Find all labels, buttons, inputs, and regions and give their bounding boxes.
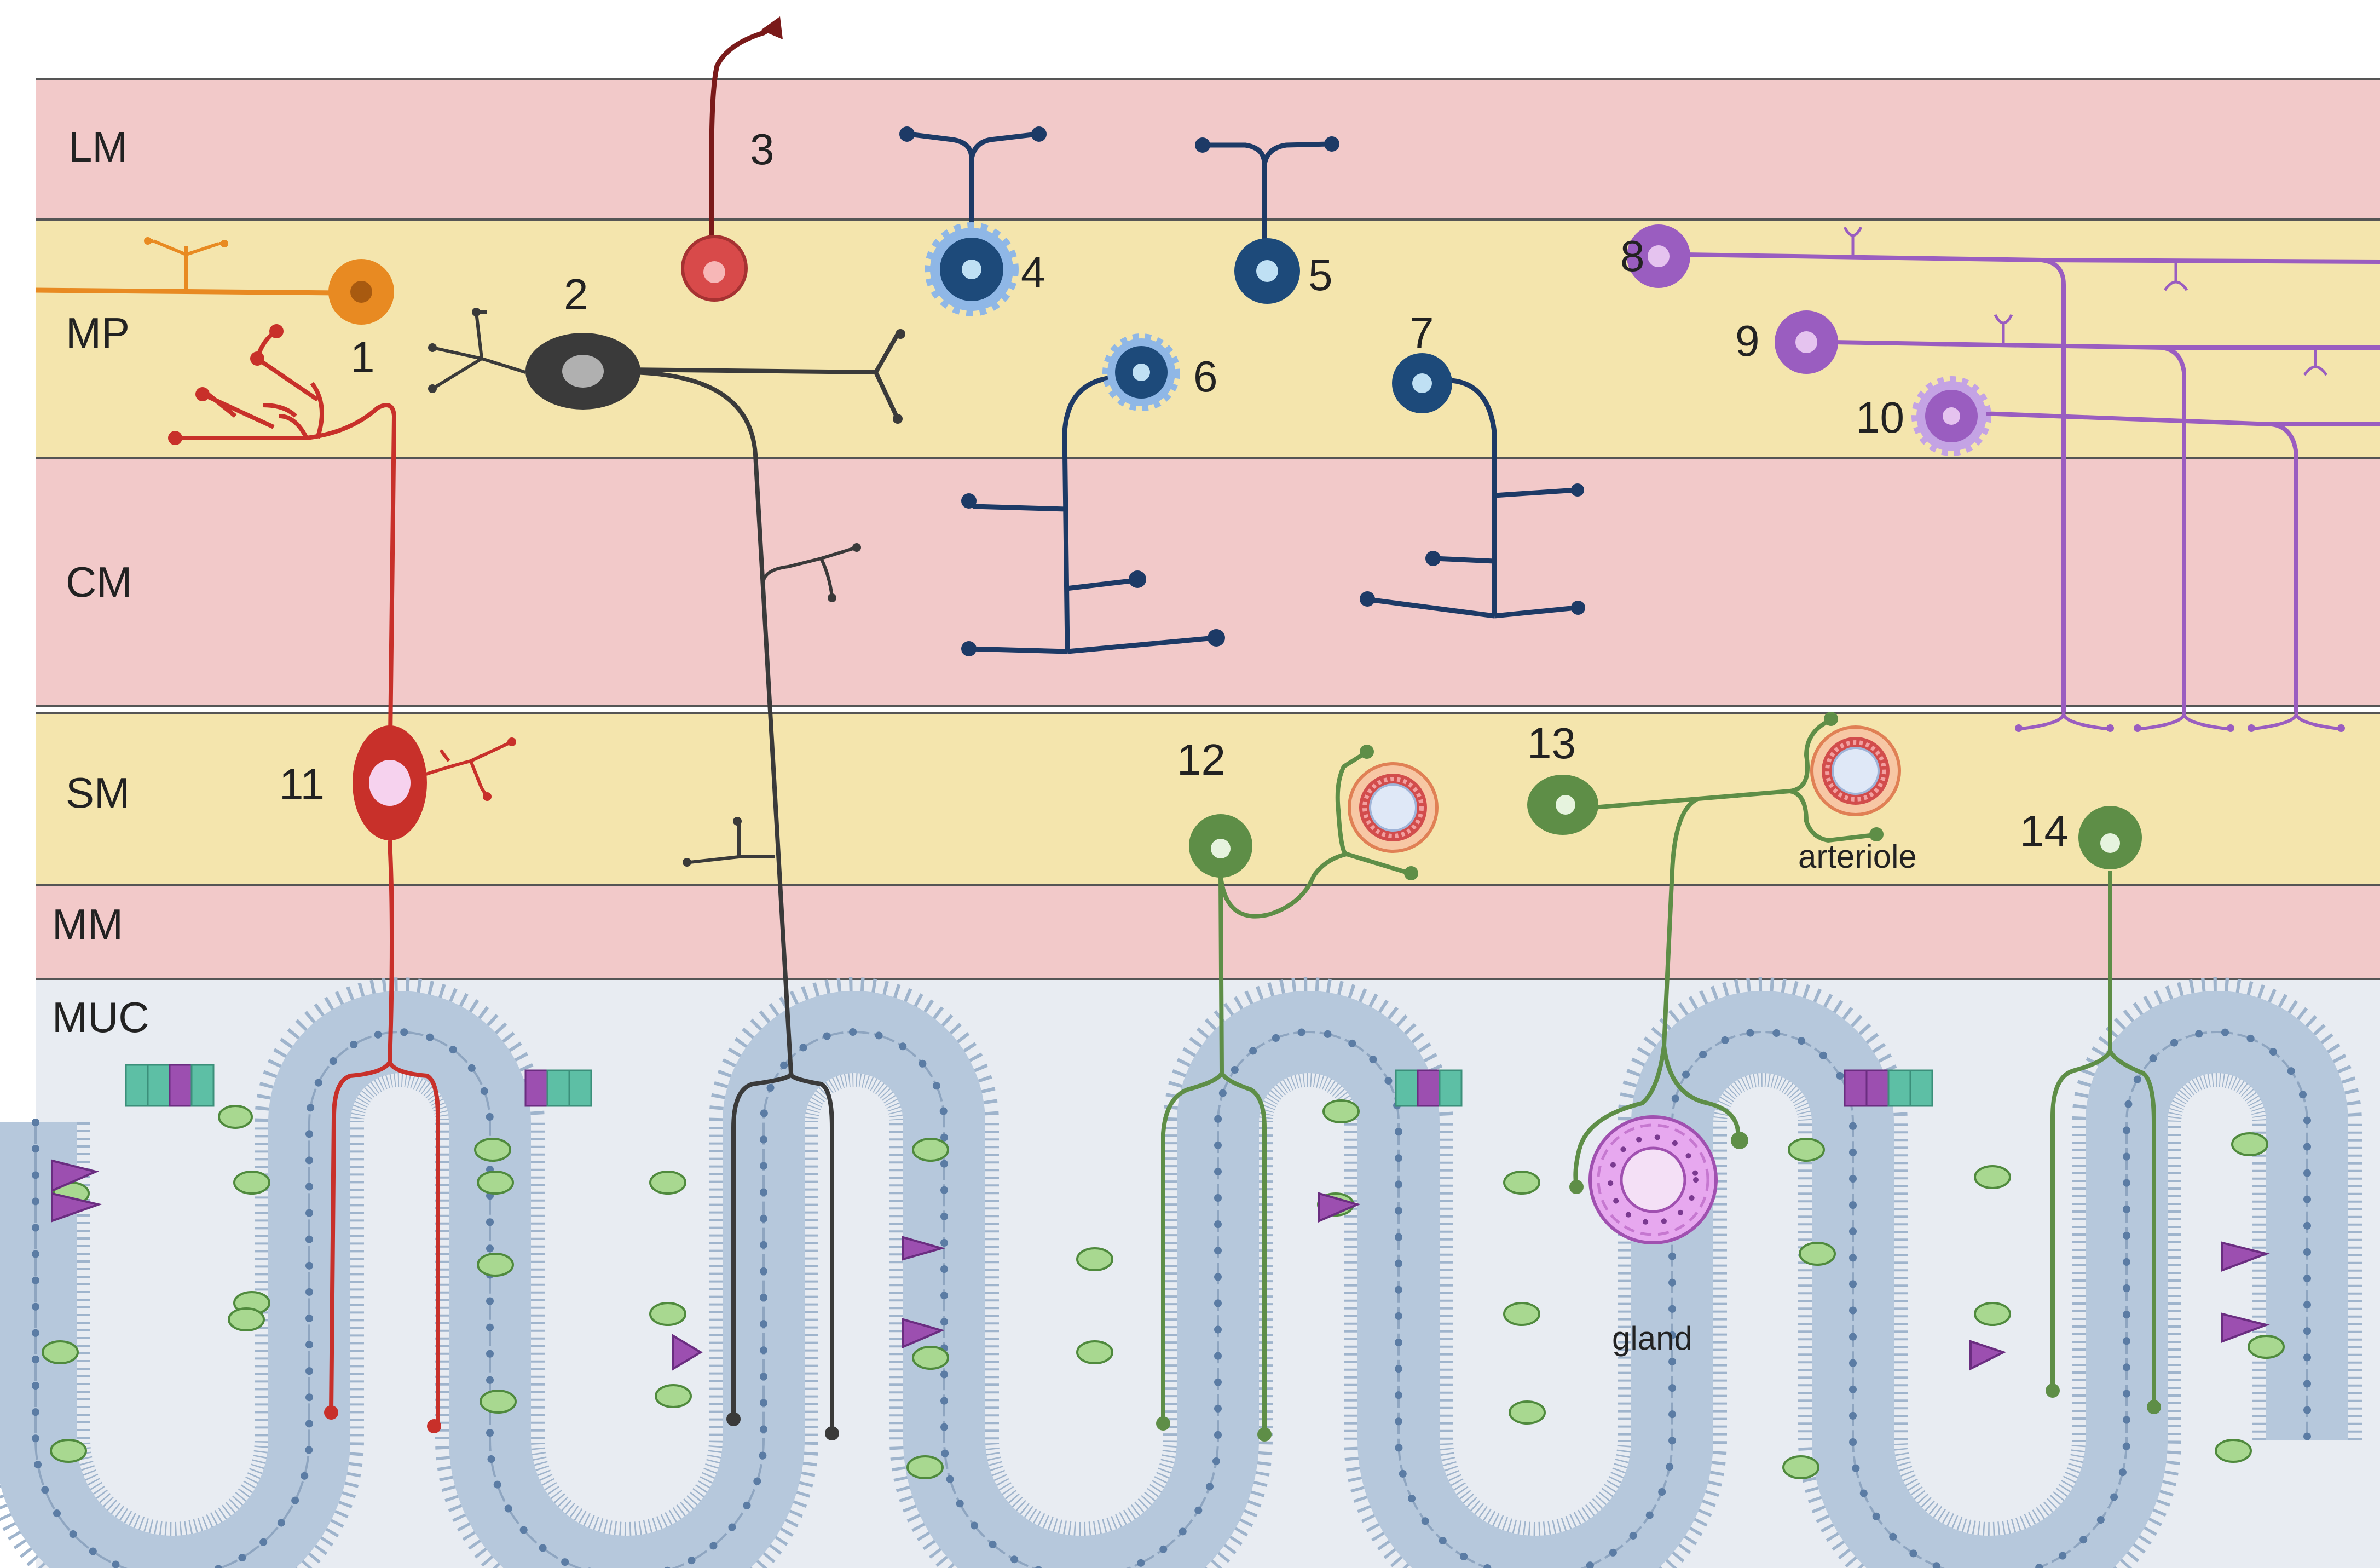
neuron-label-13: 13 [1527,719,1576,768]
neuron-number-labels: 1 2 3 4 5 6 7 8 9 10 11 12 13 14 [279,125,2069,855]
neuron-12 [1156,745,1418,1442]
layer-cm-band [36,459,2380,706]
tip-cells [125,1064,1933,1107]
neuron-label-10: 10 [1856,393,1904,442]
layer-label-muc: MUC [52,993,149,1041]
layer-mp-band [36,221,2380,457]
layer-boundaries [36,78,2380,980]
arteriole-label: arteriole [1798,838,1917,875]
neuron-4 [899,126,1047,316]
neuron-11 [168,324,516,1433]
neuron-14 [2046,806,2161,1414]
neuron-label-3: 3 [750,125,775,174]
neuron-label-1: 1 [350,333,375,382]
neuron-5 [1195,136,1339,304]
neuron-label-7: 7 [1409,308,1434,357]
neuron-label-6: 6 [1193,352,1218,401]
neuron-1 [35,237,394,325]
neuron-8 [1627,224,2380,732]
neuron-label-9: 9 [1735,316,1760,365]
mucosal-epithelium [0,977,2362,1568]
enteroendocrine-cells [51,1159,2270,1371]
neuron-label-2: 2 [564,270,588,319]
neuron-2 [428,308,905,1440]
arteriole-2 [1810,725,1901,816]
neuron-label-11: 11 [279,760,325,809]
neuron-9 [1775,310,2380,732]
layer-label-mp: MP [66,309,130,357]
neuron-label-5: 5 [1308,251,1333,299]
neuron-label-8: 8 [1620,232,1645,280]
layer-label-sm: SM [66,769,130,817]
gland-label: gland [1612,1320,1692,1357]
layer-label-cm: CM [66,558,132,606]
arteriole-1 [1348,762,1439,853]
neuron-13 [1527,712,1884,1194]
neuron-label-12: 12 [1177,735,1226,784]
neuron-label-4: 4 [1021,248,1045,297]
neuron-6 [961,333,1225,656]
neuron-label-14: 14 [2020,806,2069,855]
layer-label-lm: LM [68,123,128,171]
layer-mm-band [36,886,2380,979]
epithelium-outer-edge [34,1031,2308,1568]
layer-labels: LM MP CM SM MM MUC [52,123,149,1041]
neuron-10 [1911,376,2380,732]
neuron-3 [681,16,783,302]
neuron-7 [1360,353,1585,619]
gland [1588,1115,1718,1244]
layer-label-mm: MM [52,900,123,948]
